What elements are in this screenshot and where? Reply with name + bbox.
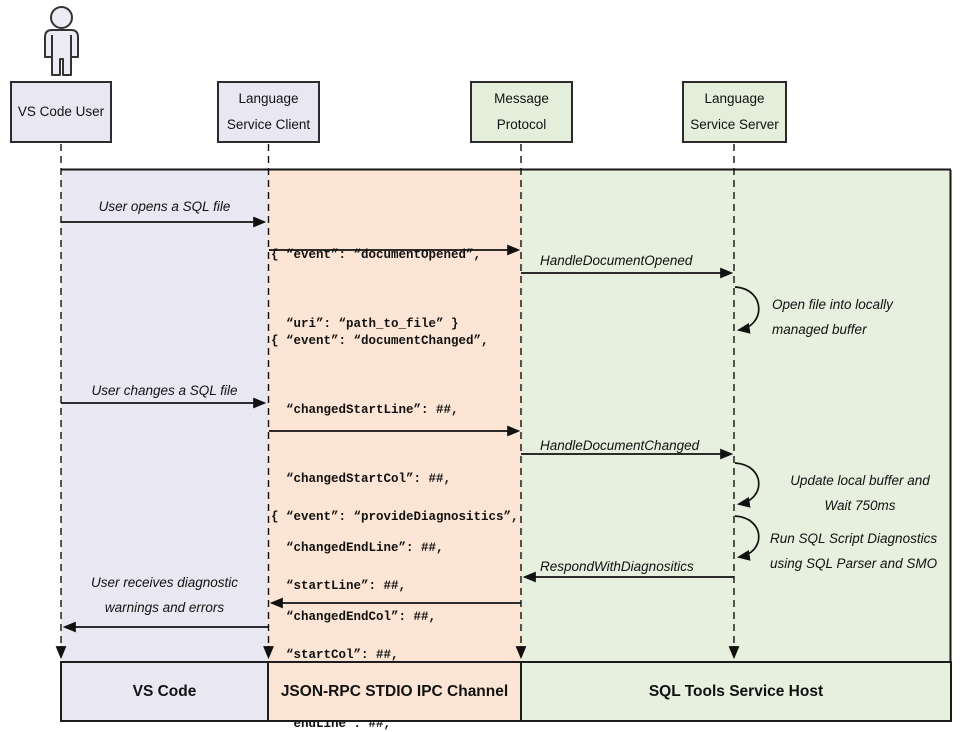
annotation-line: Wait 750ms [824,498,896,513]
lane-service-host [521,170,951,662]
json-line: “changedStartLine”: ##, [271,403,459,417]
annotation-line: managed buffer [772,322,867,337]
annotation-line: Run SQL Script Diagnostics [770,531,938,546]
json-document-opened: { “event”: “documentOpened”, “uri”: “pat… [271,198,481,382]
lane-box-vscode: VS Code [60,661,269,722]
annotation-line: Open file into locally [772,297,893,312]
json-line: “startCol”: ##, [271,648,399,662]
json-line: “changedEndLine”: ##, [271,541,444,555]
message-line: warnings and errors [104,600,225,615]
json-line: { “event”: “documentChanged”, [271,334,489,348]
lane-box-ipc-channel: JSON-RPC STDIO IPC Channel [267,661,522,722]
message-handle-document-changed: HandleDocumentChanged [540,438,700,453]
json-line: “uri”: “path_to_file” } [271,317,459,331]
annotation-line: Update local buffer and [790,473,930,488]
participant-message-protocol: Message Protocol [470,81,573,143]
annotation-run-diagnostics: Run SQL Script Diagnostics using SQL Par… [770,526,937,576]
lane-box-label: SQL Tools Service Host [648,682,824,700]
participant-vscode-user: VS Code User [10,81,112,143]
message-user-receives-diagnostics: User receives diagnostic warnings and er… [61,570,268,620]
message-user-changes-file: User changes a SQL file [91,383,238,398]
json-provide-diagnostics: { “event”: “provideDiagnositics”, “start… [271,460,519,732]
lane-box-label: VS Code [132,682,197,700]
json-line: “startLine”: ##, [271,579,407,593]
lane-vscode [61,170,268,662]
annotation-open-buffer: Open file into locally managed buffer [772,292,893,342]
message-user-opens-file: User opens a SQL file [98,199,231,214]
message-handle-document-opened: HandleDocumentOpened [540,253,693,268]
json-line: “changedEndCol”: ##, [271,610,437,624]
message-line: User receives diagnostic [90,575,239,590]
annotation-line: using SQL Parser and SMO [770,556,938,571]
participant-label: VS Code User [17,104,105,119]
participant-label: Language Service Server [690,91,779,132]
lane-ipc-channel [268,170,521,662]
lane-box-service-host: SQL Tools Service Host [520,661,952,722]
lane-box-label: JSON-RPC STDIO IPC Channel [280,682,509,700]
participant-label: Message Protocol [494,91,549,132]
json-line: { “event”: “provideDiagnositics”, [271,510,519,524]
message-respond-with-diagnostics: RespondWithDiagnositics [540,559,694,574]
participant-language-service-server: Language Service Server [682,81,787,143]
json-line: “changedStartCol”: ##, [271,472,452,486]
json-line: { “event”: “documentOpened”, [271,248,482,262]
participant-language-service-client: Language Service Client [217,81,320,143]
annotation-update-buffer: Update local buffer and Wait 750ms [765,468,955,518]
participant-label: Language Service Client [226,91,311,132]
